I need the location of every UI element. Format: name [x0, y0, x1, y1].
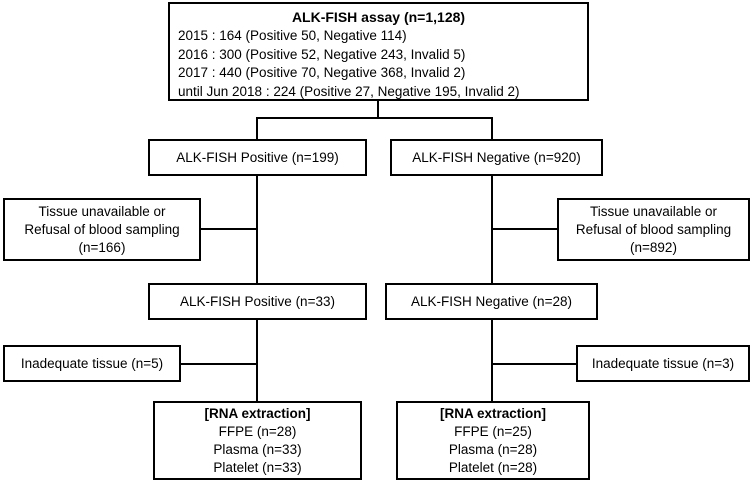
connector-split-right-down [491, 117, 493, 139]
excluded-right-box: Tissue unavailable or Refusal of blood s… [557, 198, 750, 261]
inadequate-left-label: Inadequate tissue (n=5) [20, 355, 164, 371]
rna-right-platelet: Platelet (n=28) [448, 459, 538, 475]
excluded-left-box: Tissue unavailable or Refusal of blood s… [3, 198, 201, 261]
excluded-left-line1: Tissue unavailable or [38, 203, 166, 219]
assay-summary-box: ALK-FISH assay (n=1,128) 2015 : 164 (Pos… [168, 2, 589, 101]
inadequate-right-box: Inadequate tissue (n=3) [576, 345, 750, 382]
negative-final-box: ALK-FISH Negative (n=28) [385, 283, 598, 320]
positive-final-label: ALK-FISH Positive (n=33) [180, 293, 335, 309]
assay-row-2016: 2016 : 300 (Positive 52, Negative 243, I… [178, 46, 466, 62]
rna-extraction-left-box: [RNA extraction] FFPE (n=28) Plasma (n=3… [153, 401, 362, 480]
inadequate-left-box: Inadequate tissue (n=5) [3, 345, 181, 382]
negative-initial-label: ALK-FISH Negative (n=920) [412, 149, 581, 165]
assay-row-2017: 2017 : 440 (Positive 70, Negative 368, I… [178, 65, 466, 80]
excluded-left-line2: Refusal of blood sampling [24, 221, 180, 237]
rna-left-ffpe: FFPE (n=28) [218, 423, 297, 439]
connector-left-exclusion [201, 228, 257, 230]
excluded-right-line2: Refusal of blood sampling [575, 221, 732, 237]
negative-final-label: ALK-FISH Negative (n=28) [411, 293, 572, 309]
connector-right-exclusion [492, 228, 557, 230]
assay-row-2015: 2015 : 164 (Positive 50, Negative 114) [178, 28, 407, 43]
excluded-left-line3: (n=166) [78, 239, 126, 255]
rna-right-plasma: Plasma (n=28) [448, 441, 538, 457]
connector-right-inadequate [492, 363, 576, 365]
rna-right-ffpe: FFPE (n=25) [454, 423, 532, 439]
excluded-right-line3: (n=892) [630, 239, 677, 255]
rna-extraction-right-box: [RNA extraction] FFPE (n=25) Plasma (n=2… [396, 401, 590, 480]
rna-right-header: [RNA extraction] [439, 405, 546, 421]
connector-top-vertical [377, 101, 379, 118]
rna-left-header: [RNA extraction] [204, 405, 311, 421]
negative-initial-box: ALK-FISH Negative (n=920) [390, 139, 603, 176]
positive-final-box: ALK-FISH Positive (n=33) [148, 283, 367, 320]
positive-initial-box: ALK-FISH Positive (n=199) [148, 139, 367, 176]
connector-left-main [256, 176, 258, 283]
rna-left-plasma: Plasma (n=33) [213, 441, 302, 457]
connector-left-inadequate [181, 363, 257, 365]
positive-initial-label: ALK-FISH Positive (n=199) [176, 149, 339, 165]
assay-row-2018: until Jun 2018 : 224 (Positive 27, Negat… [178, 83, 520, 99]
assay-title: ALK-FISH assay (n=1,128) [291, 9, 466, 25]
excluded-right-line1: Tissue unavailable or [589, 203, 718, 219]
connector-split-horizontal [256, 117, 493, 119]
inadequate-right-label: Inadequate tissue (n=3) [591, 355, 735, 371]
rna-left-platelet: Platelet (n=33) [213, 459, 302, 475]
connector-right-lower [491, 320, 493, 401]
connector-split-left-down [256, 117, 258, 139]
connector-left-lower [256, 320, 258, 401]
